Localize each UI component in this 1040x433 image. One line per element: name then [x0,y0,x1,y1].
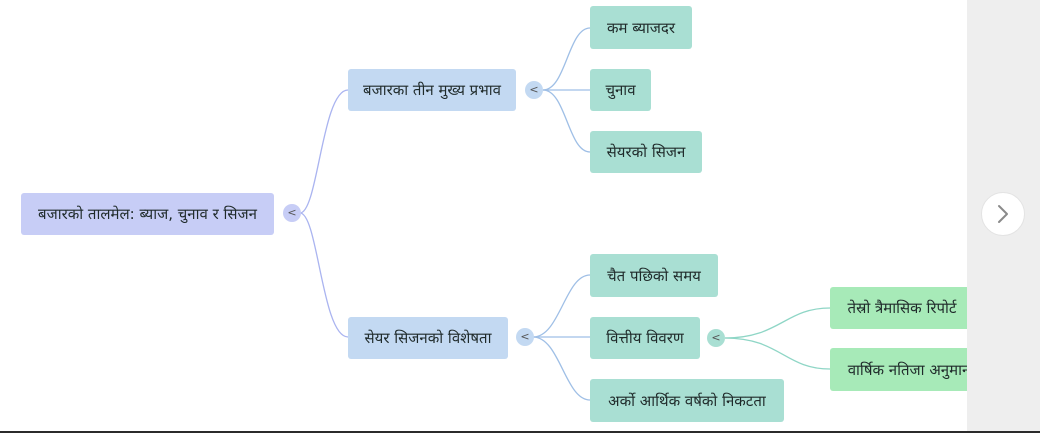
branch1-collapse-toggle[interactable]: < [525,81,543,99]
link-l2-sub1 [724,307,831,339]
branch2-collapse-toggle[interactable]: < [516,328,534,346]
branch-node-season-features[interactable]: सेयर सिजनको विशेषता [348,317,508,359]
chevron-right-icon [998,205,1008,223]
link-b2-leaf1 [532,274,591,338]
link-root-branch2 [299,212,349,338]
subleaf-node-annual-estimate[interactable]: वार्षिक नतिजा अनुमान [830,348,988,391]
leaf-node-after-chaitra[interactable]: चैत पछिको समय [590,254,718,297]
link-b1-leaf3 [542,89,591,153]
subleaf-node-q3-report[interactable]: तेस्रो त्रैमासिक रिपोर्ट [830,287,974,329]
leaf-node-next-fiscal-year[interactable]: अर्को आर्थिक वर्षको निकटता [590,379,784,422]
leaf-node-election[interactable]: चुनाव [590,69,651,111]
link-b2-leaf3 [532,336,591,401]
bottom-border [0,431,1040,433]
link-root-branch1 [299,89,349,214]
root-collapse-toggle[interactable]: < [283,204,301,222]
leaf-collapse-toggle[interactable]: < [707,329,725,347]
leaf-node-share-season[interactable]: सेयरको सिजन [590,131,702,173]
link-l2-sub2 [724,337,831,370]
next-button[interactable] [981,192,1025,236]
leaf-node-financial-statements[interactable]: वित्तीय विवरण [590,317,700,359]
link-b1-leaf1 [542,27,591,91]
branch-node-main-effects[interactable]: बजारका तीन मुख्य प्रभाव [348,69,516,111]
root-node[interactable]: बजारको तालमेल: ब्याज, चुनाव र सिजन [21,193,274,235]
leaf-node-low-interest[interactable]: कम ब्याजदर [590,6,692,49]
